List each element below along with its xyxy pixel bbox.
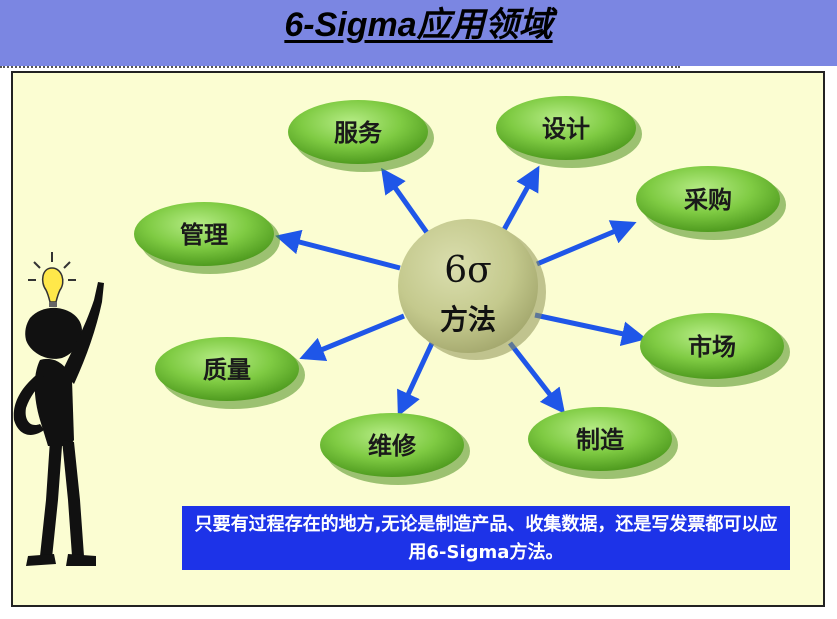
arrow-quality <box>299 313 405 361</box>
node-market: 市场 <box>640 313 790 387</box>
arrow-management <box>275 229 401 271</box>
arrow-design <box>497 165 540 239</box>
divider <box>0 66 680 68</box>
center-node: 6σ 方法 <box>398 219 546 360</box>
node-service-label: 服务 <box>334 118 383 147</box>
center-label-method: 方法 <box>440 303 496 336</box>
arrow-procurement <box>536 220 637 267</box>
lightbulb-icon <box>28 252 76 307</box>
node-service: 服务 <box>288 100 434 172</box>
arrow-manufacturing <box>508 341 566 414</box>
thinking-figure-illustration <box>13 252 104 566</box>
node-procurement: 采购 <box>636 166 786 240</box>
page-title: 6-Sigma应用领域 <box>284 6 553 44</box>
arrow-service <box>381 167 433 239</box>
node-management: 管理 <box>134 202 280 274</box>
node-procurement-label: 采购 <box>684 185 732 214</box>
node-design-label: 设计 <box>542 114 590 143</box>
node-maintenance: 维修 <box>320 413 470 485</box>
caption-box: 只要有过程存在的地方,无论是制造产品、收集数据，还是写发票都可以应用6-Sigm… <box>182 506 790 570</box>
node-market-label: 市场 <box>688 332 736 361</box>
node-manufacturing-label: 制造 <box>576 425 624 454</box>
arrow-maintenance <box>397 341 435 417</box>
arrow-market <box>534 312 647 347</box>
node-manufacturing: 制造 <box>528 407 678 479</box>
node-management-label: 管理 <box>180 220 228 249</box>
node-quality-label: 质量 <box>203 355 251 384</box>
node-maintenance-label: 维修 <box>368 431 417 460</box>
node-quality: 质量 <box>155 337 305 409</box>
title-banner <box>0 0 837 66</box>
node-design: 设计 <box>496 96 642 168</box>
center-label-sigma: 6σ <box>444 250 491 291</box>
